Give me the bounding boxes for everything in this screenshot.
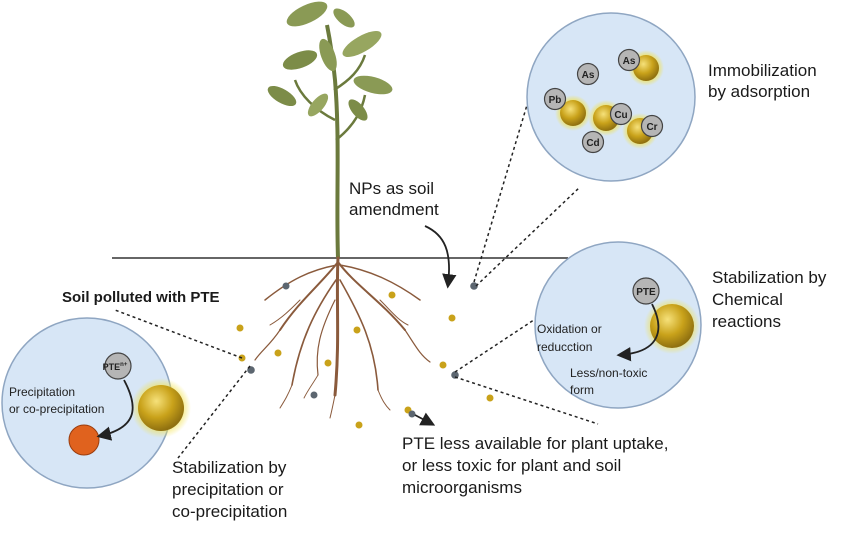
precipitation-arrow [96, 379, 134, 441]
metal-label: As [582, 70, 595, 81]
chem-result-line1: Less/non-toxic [570, 366, 647, 380]
pte-outcome-label: PTE less available for plant uptake, or … [402, 434, 669, 498]
nanoparticle [355, 421, 363, 429]
immobilization-label: Immobilization by adsorption [708, 61, 817, 102]
stabilization-precipitation-label: Stabilization by precipitation or co-pre… [172, 458, 288, 521]
metal-label: Cu [614, 110, 627, 121]
metal-label: Cd [586, 138, 599, 149]
stabilization-chemical-label: Stabilization by Chemical reactions [712, 268, 827, 331]
pte-particle [470, 282, 478, 290]
metal-ion [581, 130, 605, 154]
metal-ion [640, 114, 664, 138]
leaf [319, 38, 337, 72]
metal-label: As [623, 56, 636, 67]
pte-ion [632, 277, 660, 305]
leaf [348, 99, 368, 121]
precip-reaction-line2: or co-precipitation [9, 402, 104, 416]
metal-ion [576, 62, 600, 86]
plant-roots [254, 256, 431, 419]
chem-result-line2: form [570, 383, 594, 397]
adsorption-circle: As As Pb Cu Cr Cd [526, 12, 696, 182]
soil-polluted-label: Soil polluted with PTE [62, 289, 220, 306]
pte-particle [282, 282, 290, 290]
reaction-arrow [616, 303, 660, 362]
leaf [286, 1, 328, 27]
leaf [353, 75, 393, 95]
metal-ion [609, 102, 633, 126]
precip-reaction-line1: Precipitation [9, 385, 75, 399]
nanoparticle [324, 359, 332, 367]
outcome-arrow [414, 412, 436, 426]
nanoparticle [448, 314, 456, 322]
precipitation-circle: PTEn+ Precipitation or co-precipitation [1, 317, 191, 489]
metal-label: Cr [646, 122, 657, 133]
chem-reaction-line2: reducction [537, 340, 592, 354]
leaf [307, 93, 329, 117]
metal-ion [617, 48, 641, 72]
leaf [267, 85, 297, 107]
nanoparticle [274, 349, 282, 357]
nanoparticle [353, 326, 361, 334]
np-amendment-label: NPs as soil amendment [349, 179, 439, 220]
metal-label: Pb [549, 95, 562, 106]
nanoparticle [388, 291, 396, 299]
pte-particle [310, 391, 318, 399]
leaf [342, 31, 382, 57]
chem-pte-label: PTE [636, 287, 656, 298]
amendment-arrow [424, 225, 457, 289]
nanoparticle [486, 394, 494, 402]
precip-pte-label: PTEn+ [103, 362, 128, 372]
precipitate [68, 424, 100, 456]
chemical-circle: PTE Oxidation or reducction Less/non-tox… [534, 241, 702, 409]
chem-reaction-line1: Oxidation or [537, 322, 602, 336]
leaf [282, 50, 318, 70]
pte-ion [104, 352, 132, 380]
soil-particles [236, 282, 494, 429]
nanoparticle [236, 324, 244, 332]
leaf [333, 8, 355, 28]
metal-ion [543, 87, 567, 111]
nanoparticle [439, 361, 447, 369]
plant [267, 1, 393, 259]
pte-particle [408, 410, 416, 418]
